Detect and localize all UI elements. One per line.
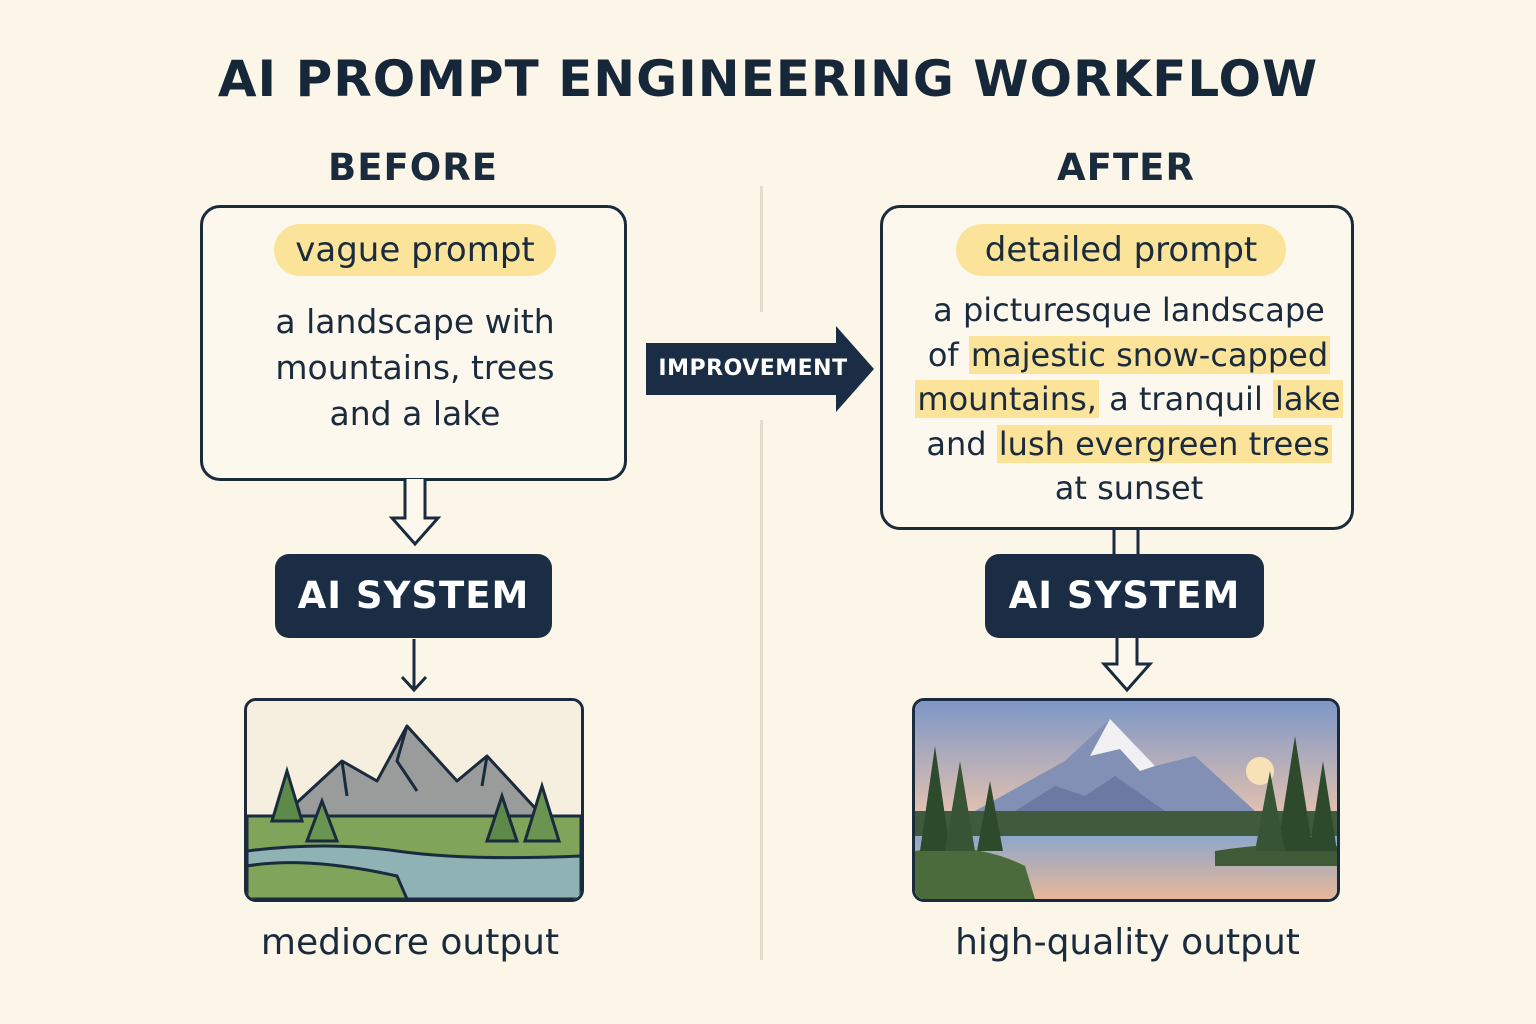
high-quality-output-caption: high-quality output bbox=[955, 922, 1300, 963]
down-arrow-icon bbox=[1100, 638, 1154, 693]
prompt-fragment: of bbox=[927, 335, 969, 374]
page-title: AI PROMPT ENGINEERING WORKFLOW bbox=[217, 50, 1319, 108]
mediocre-output-image bbox=[244, 698, 584, 902]
vague-prompt-pill: vague prompt bbox=[274, 224, 556, 276]
prompt-fragment: a tranquil bbox=[1098, 380, 1273, 418]
mediocre-output-caption: mediocre output bbox=[260, 922, 560, 963]
highlighted-phrase: mountains, bbox=[915, 380, 1099, 418]
connector-icon bbox=[1112, 528, 1140, 556]
before-heading: BEFORE bbox=[328, 146, 498, 189]
highlighted-phrase: lake bbox=[1273, 380, 1343, 418]
high-quality-output-image bbox=[912, 698, 1340, 902]
highlighted-phrase: lush evergreen trees bbox=[996, 424, 1332, 463]
ai-system-box-before: AI SYSTEM bbox=[275, 554, 552, 638]
column-divider bbox=[760, 186, 763, 312]
prompt-line: a landscape with bbox=[275, 302, 555, 341]
improvement-arrow-icon bbox=[646, 326, 874, 412]
cartoon-landscape-image bbox=[247, 701, 581, 899]
highlighted-phrase: majestic snow-capped bbox=[968, 335, 1331, 374]
column-divider bbox=[760, 420, 763, 960]
prompt-line: mountains, trees bbox=[275, 348, 555, 387]
prompt-line: at sunset bbox=[1054, 469, 1204, 507]
detailed-prompt-pill: detailed prompt bbox=[956, 224, 1286, 276]
improvement-label: IMPROVEMENT bbox=[658, 356, 848, 381]
prompt-line: and a lake bbox=[329, 394, 501, 433]
after-heading: AFTER bbox=[1057, 146, 1195, 189]
down-arrow-icon bbox=[388, 479, 442, 547]
down-arrow-icon bbox=[400, 639, 428, 693]
ai-system-box-after: AI SYSTEM bbox=[985, 554, 1264, 638]
detailed-prompt-text: a picturesque landscape of majestic snow… bbox=[886, 288, 1372, 511]
vague-prompt-text: a landscape with mountains, trees and a … bbox=[210, 299, 620, 437]
prompt-line: a picturesque landscape bbox=[933, 291, 1325, 329]
photo-landscape-image bbox=[915, 701, 1337, 899]
prompt-fragment: and bbox=[926, 424, 997, 463]
